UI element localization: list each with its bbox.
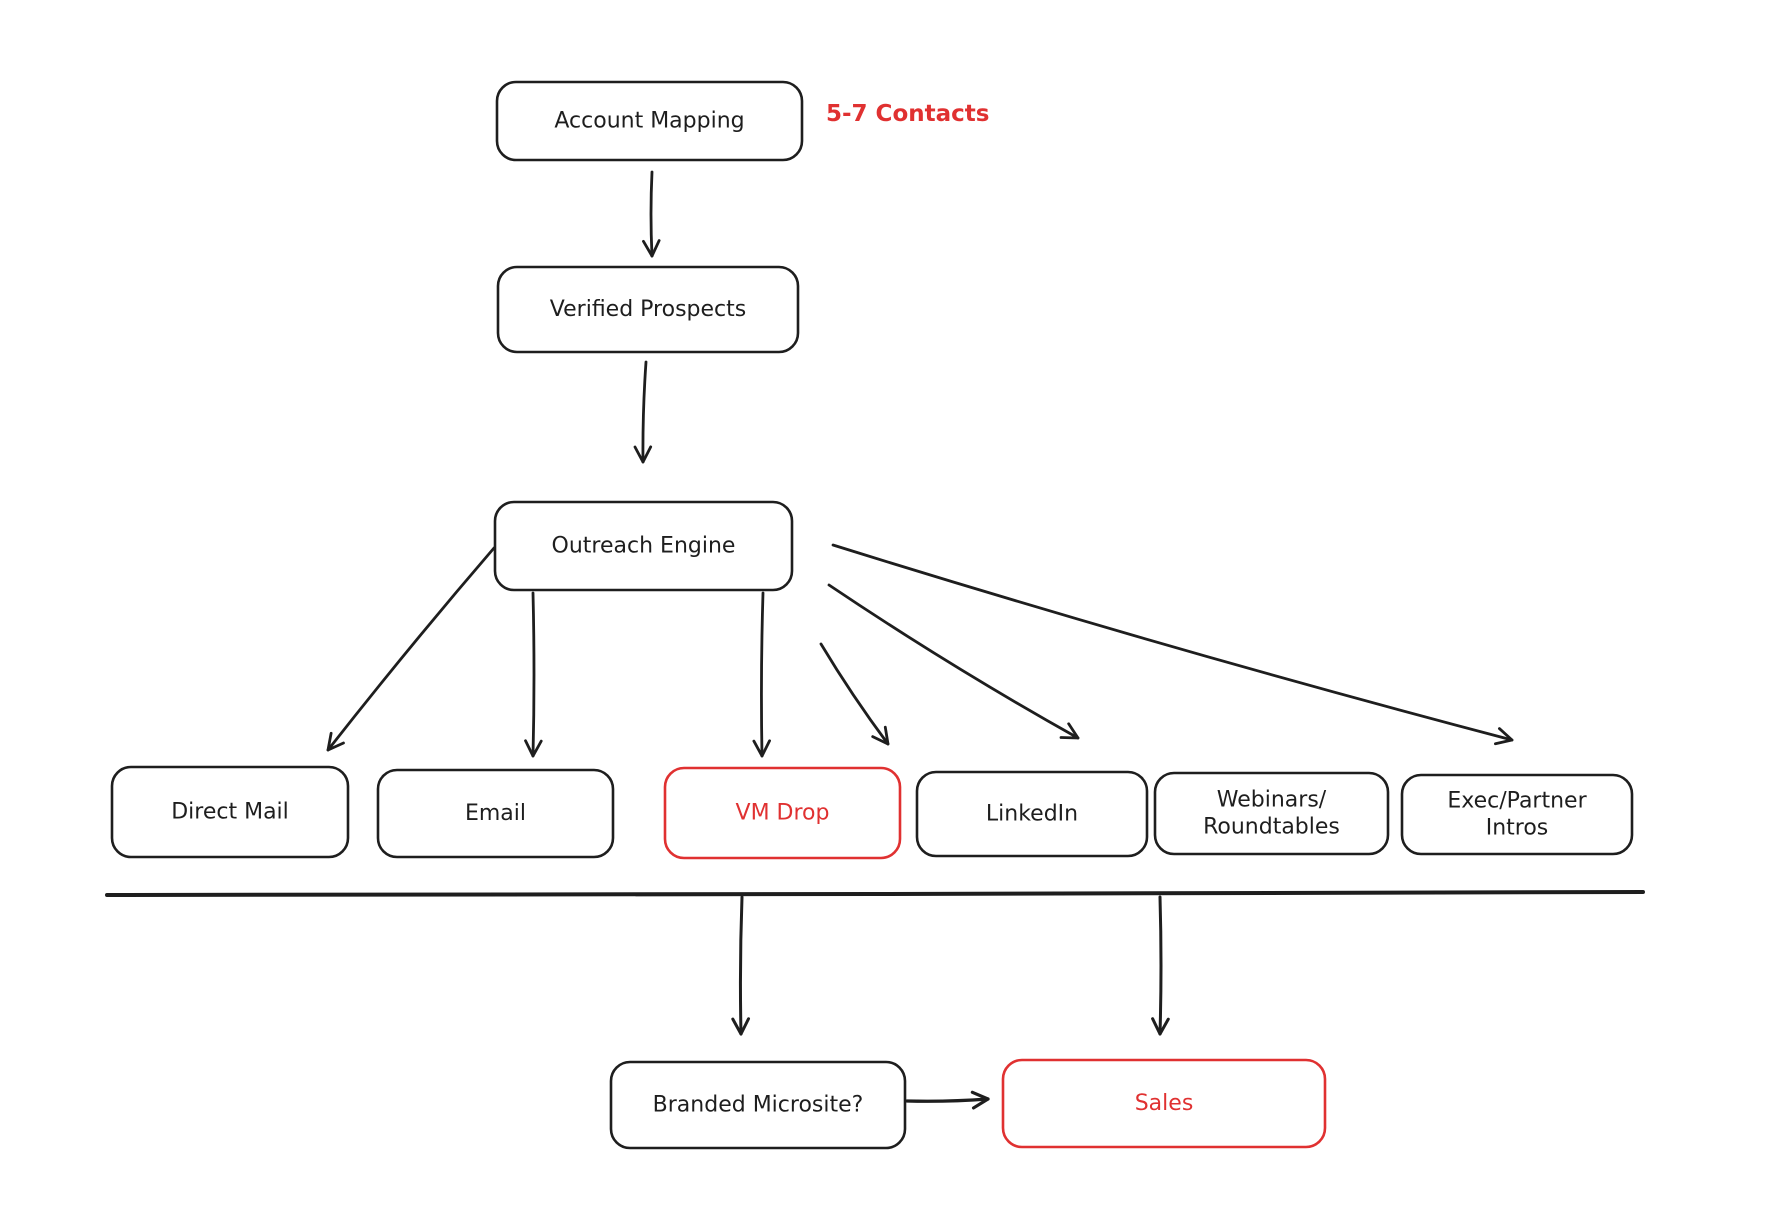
node-linkedin[interactable]: LinkedIn [915, 770, 1149, 858]
node-label-webinars-roundtables: Webinars/Roundtables [1203, 788, 1340, 840]
node-verified-prospects[interactable]: Verified Prospects [496, 265, 800, 354]
edge-line-to-sales[interactable] [1151, 895, 1170, 1036]
node-label-branded-microsite: Branded Microsite? [653, 1093, 864, 1118]
node-label-linkedin: LinkedIn [986, 802, 1078, 827]
node-vm-drop[interactable]: VM Drop [663, 766, 902, 860]
edge-outreach-to-direct-mail[interactable] [326, 546, 496, 752]
node-direct-mail[interactable]: Direct Mail [110, 765, 350, 859]
node-label-vm-drop: VM Drop [736, 801, 830, 826]
node-label-email: Email [465, 801, 526, 826]
edge-separator-line[interactable] [105, 890, 1645, 897]
edge-line-to-branded-microsite[interactable] [731, 895, 751, 1036]
node-webinars-roundtables[interactable]: Webinars/Roundtables [1153, 771, 1390, 856]
node-label-account-mapping: Account Mapping [554, 109, 744, 134]
node-email[interactable]: Email [376, 768, 615, 859]
edge-verified-to-outreach[interactable] [633, 360, 653, 464]
node-outreach-engine[interactable]: Outreach Engine [493, 500, 794, 592]
node-label-outreach-engine: Outreach Engine [552, 534, 736, 559]
edge-outreach-to-linkedin[interactable] [819, 642, 890, 746]
edge-outreach-to-email[interactable] [524, 591, 543, 758]
node-sales[interactable]: Sales [1001, 1058, 1327, 1149]
edge-microsite-to-sales[interactable] [905, 1090, 990, 1110]
edge-outreach-to-vm-drop[interactable] [752, 591, 771, 758]
node-account-mapping[interactable]: Account Mapping [495, 80, 804, 162]
node-label-verified-prospects: Verified Prospects [550, 297, 746, 322]
node-label-direct-mail: Direct Mail [171, 800, 289, 825]
node-branded-microsite[interactable]: Branded Microsite? [609, 1060, 907, 1150]
node-label-sales: Sales [1135, 1091, 1194, 1116]
edge-outreach-to-webinars[interactable] [827, 583, 1080, 740]
edge-account-to-verified[interactable] [642, 170, 661, 258]
edge-outreach-to-exec[interactable] [831, 543, 1514, 746]
contacts-annotation[interactable]: 5-7 Contacts [826, 101, 989, 127]
